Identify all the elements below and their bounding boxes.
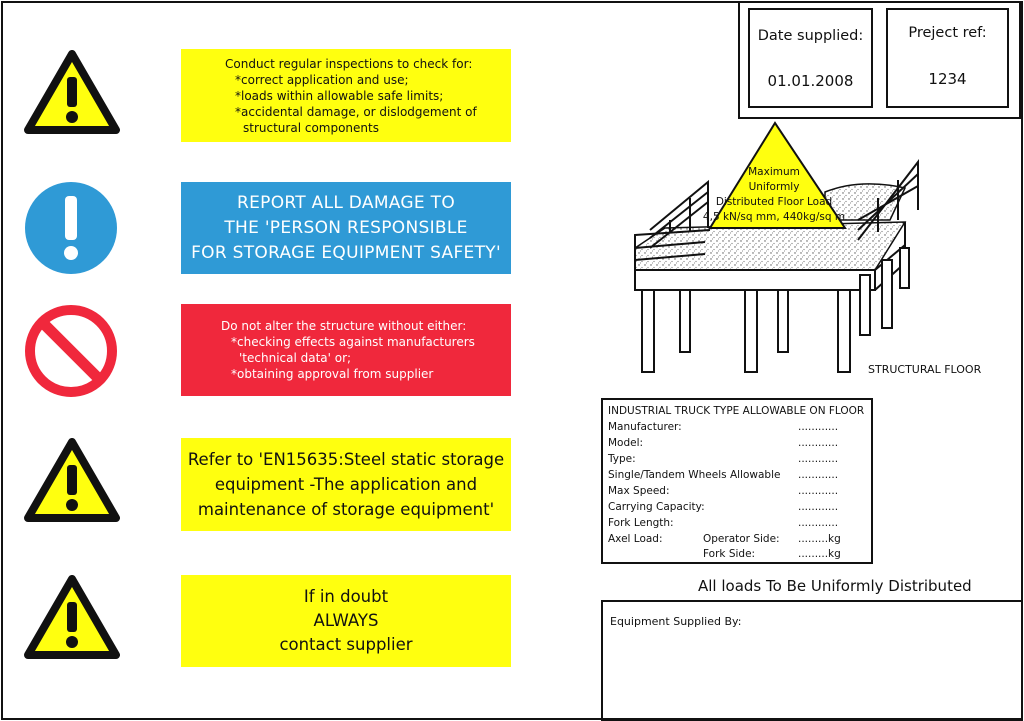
- equipment-supplied-box: Equipment Supplied By:: [601, 600, 1023, 721]
- project-ref-box: Preject ref: 1234: [886, 8, 1009, 108]
- prohibition-icon: [25, 305, 117, 397]
- operator-side-kg: .........kg: [798, 533, 841, 545]
- truck-panel-title: INDUSTRIAL TRUCK TYPE ALLOWABLE ON FLOOR: [608, 405, 865, 417]
- wheels-blank: ............: [798, 469, 839, 481]
- truck-field-capacity: Carrying Capacity:: [608, 501, 705, 513]
- inspection-line: Conduct regular inspections to check for…: [225, 56, 473, 71]
- floor-load-label: Maximum Uniformly Distributed Floor Load…: [686, 165, 862, 225]
- truck-field-wheels: Single/Tandem Wheels Allowable: [608, 469, 781, 481]
- truck-field-manufacturer: Manufacturer:: [608, 421, 682, 433]
- report-line: THE 'PERSON RESPONSIBLE: [224, 217, 468, 238]
- structural-floor-label: STRUCTURAL FLOOR: [868, 363, 982, 376]
- project-ref-value: 1234: [928, 70, 967, 88]
- capacity-blank: ............: [798, 501, 839, 513]
- type-blank: ............: [798, 453, 839, 465]
- date-supplied-box: Date supplied: 01.01.2008: [748, 8, 873, 108]
- report-damage-notice: REPORT ALL DAMAGE TO THE 'PERSON RESPONS…: [181, 182, 511, 274]
- operator-side-label: Operator Side:: [703, 533, 780, 545]
- floor-load-line: Uniformly: [748, 181, 800, 193]
- inspection-line: structural components: [243, 120, 379, 135]
- truck-type-panel: INDUSTRIAL TRUCK TYPE ALLOWABLE ON FLOOR…: [601, 398, 873, 564]
- equipment-supplied-label: Equipment Supplied By:: [610, 615, 742, 628]
- inspection-line: *accidental damage, or dislodgement of: [235, 104, 477, 119]
- contact-supplier-notice: If in doubt ALWAYS contact supplier: [181, 575, 511, 667]
- fork-length-blank: ............: [798, 517, 839, 529]
- truck-field-fork-length: Fork Length:: [608, 517, 674, 529]
- do-not-alter-notice: Do not alter the structure without eithe…: [181, 304, 511, 396]
- doubt-line: contact supplier: [279, 635, 413, 654]
- report-line: FOR STORAGE EQUIPMENT SAFETY': [191, 242, 501, 263]
- reference-panel: [738, 1, 1021, 119]
- doubt-line: ALWAYS: [313, 611, 379, 630]
- alter-line: 'technical data' or;: [239, 351, 352, 365]
- fork-side-kg: .........kg: [798, 548, 841, 560]
- report-line: REPORT ALL DAMAGE TO: [236, 192, 456, 213]
- date-supplied-value: 01.01.2008: [767, 72, 854, 90]
- refer-line: equipment -The application and: [214, 475, 478, 494]
- floor-load-line: 4,5 kN/sq mm, 440kg/sq m: [702, 211, 846, 223]
- warning-triangle-icon: [24, 438, 120, 522]
- inspection-line: *loads within allowable safe limits;: [235, 88, 444, 103]
- structural-floor-illustration: [634, 121, 919, 373]
- truck-field-max-speed: Max Speed:: [608, 485, 670, 497]
- project-ref-label: Preject ref:: [908, 25, 987, 41]
- truck-field-type: Type:: [608, 453, 636, 465]
- mandatory-info-icon: [25, 182, 117, 274]
- refer-line: maintenance of storage equipment': [197, 500, 495, 519]
- floor-load-line: Distributed Floor Load: [715, 196, 833, 208]
- fork-side-label: Fork Side:: [703, 548, 756, 560]
- truck-field-model: Model:: [608, 437, 644, 449]
- max-speed-blank: ............: [798, 485, 839, 497]
- refer-standard-notice: Refer to 'EN15635:Steel static storage e…: [181, 438, 511, 531]
- doubt-line: If in doubt: [303, 587, 389, 606]
- floor-load-line: Maximum: [748, 166, 800, 178]
- date-supplied-label: Date supplied:: [757, 28, 864, 44]
- inspection-notice: Conduct regular inspections to check for…: [181, 49, 511, 142]
- manufacturer-blank: ............: [798, 421, 839, 433]
- inspection-line: *correct application and use;: [235, 72, 409, 87]
- refer-line: Refer to 'EN15635:Steel static storage: [187, 450, 505, 469]
- model-blank: ............: [798, 437, 839, 449]
- alter-line: *checking effects against manufacturers: [231, 335, 475, 349]
- alter-line: Do not alter the structure without eithe…: [221, 319, 467, 333]
- warning-triangle-icon: [24, 50, 120, 134]
- alter-line: *obtaining approval from supplier: [231, 367, 434, 381]
- warning-triangle-icon: [24, 575, 120, 659]
- uniform-load-caption: All loads To Be Uniformly Distributed: [698, 577, 972, 595]
- truck-field-axel-load: Axel Load:: [608, 533, 663, 545]
